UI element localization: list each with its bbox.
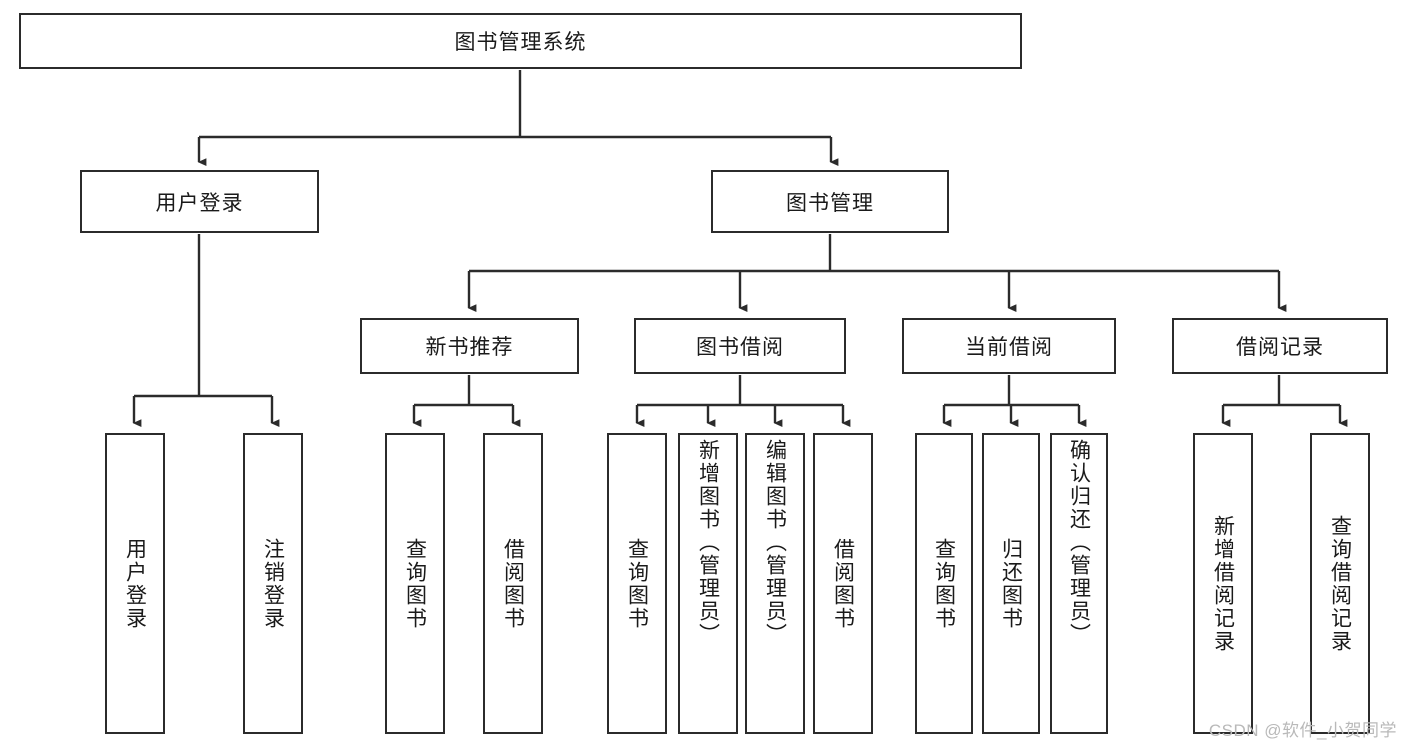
node-label: 查询图书 (625, 537, 649, 630)
node-label: 编辑图书（管理员） (763, 439, 787, 646)
node-book-management[interactable]: 图书管理 (711, 170, 949, 233)
node-label: 查询借阅记录 (1328, 514, 1352, 653)
leaf-record-query-borrow-record[interactable]: 查询借阅记录 (1310, 433, 1370, 734)
edges-borrow-to-leaves (635, 375, 851, 427)
node-current-borrow[interactable]: 当前借阅 (902, 318, 1116, 374)
node-label: 借阅图书 (501, 537, 525, 630)
node-new-book-recommend[interactable]: 新书推荐 (360, 318, 579, 374)
leaf-borrow-borrow-book[interactable]: 借阅图书 (813, 433, 873, 734)
node-label: 用户登录 (155, 191, 244, 215)
leaf-current-return-book[interactable]: 归还图书 (982, 433, 1040, 734)
node-label: 注销登录 (261, 537, 285, 630)
leaf-recommend-borrow-book[interactable]: 借阅图书 (483, 433, 543, 734)
edges-userlogin-to-leaves (132, 234, 280, 427)
node-label: 新增借阅记录 (1211, 514, 1235, 653)
edges-current-to-leaves (942, 375, 1087, 427)
node-label: 借阅图书 (831, 537, 855, 630)
leaf-current-confirm-return-admin[interactable]: 确认归还（管理员） (1050, 433, 1108, 734)
node-label: 图书管理系统 (454, 31, 587, 54)
edges-bookmgmt-to-level3 (467, 234, 1287, 312)
leaf-borrow-edit-book-admin[interactable]: 编辑图书（管理员） (745, 433, 805, 734)
node-root-system[interactable]: 图书管理系统 (19, 13, 1022, 69)
node-label: 归还图书 (999, 537, 1023, 630)
node-label: 新增图书（管理员） (696, 439, 720, 646)
node-user-login[interactable]: 用户登录 (80, 170, 319, 233)
edges-newbook-to-leaves (412, 375, 521, 427)
leaf-logout-login[interactable]: 注销登录 (243, 433, 303, 734)
node-label: 图书借阅 (696, 336, 784, 359)
node-label: 确认归还（管理员） (1067, 439, 1091, 646)
node-label: 借阅记录 (1236, 336, 1324, 359)
node-label: 查询图书 (403, 537, 427, 630)
leaf-borrow-query-book[interactable]: 查询图书 (607, 433, 667, 734)
leaf-record-add-borrow-record[interactable]: 新增借阅记录 (1193, 433, 1253, 734)
edges-record-to-leaves (1221, 375, 1348, 427)
node-book-borrow[interactable]: 图书借阅 (634, 318, 846, 374)
node-label: 新书推荐 (425, 336, 514, 359)
node-label: 图书管理 (786, 191, 874, 215)
leaf-borrow-add-book-admin[interactable]: 新增图书（管理员） (678, 433, 738, 734)
watermark-text: CSDN @软件_小贺同学 (1208, 721, 1397, 740)
node-label: 用户登录 (123, 537, 147, 630)
node-label: 当前借阅 (965, 336, 1053, 359)
edges-root-to-level2 (197, 70, 839, 166)
node-borrow-record[interactable]: 借阅记录 (1172, 318, 1388, 374)
leaf-recommend-query-book[interactable]: 查询图书 (385, 433, 445, 734)
leaf-user-login[interactable]: 用户登录 (105, 433, 165, 734)
node-label: 查询图书 (932, 537, 956, 630)
leaf-current-query-book[interactable]: 查询图书 (915, 433, 973, 734)
